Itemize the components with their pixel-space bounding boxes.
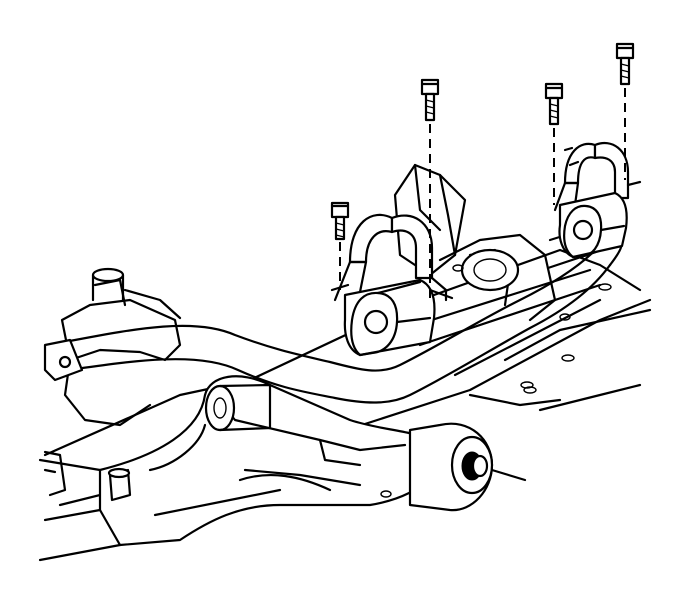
stabilizer-bushing-right xyxy=(558,191,628,259)
stabilizer-clamp-left xyxy=(330,213,454,302)
control-arm-bushing xyxy=(204,383,527,512)
stabilizer-shaft xyxy=(43,220,624,404)
bolt-3[interactable] xyxy=(544,82,564,205)
bolt-2[interactable] xyxy=(420,78,440,300)
stabilizer-bushing-left xyxy=(343,278,436,357)
bolt-1[interactable] xyxy=(330,201,350,290)
lower-control-arm xyxy=(38,375,442,562)
bolt-4[interactable] xyxy=(615,42,635,180)
